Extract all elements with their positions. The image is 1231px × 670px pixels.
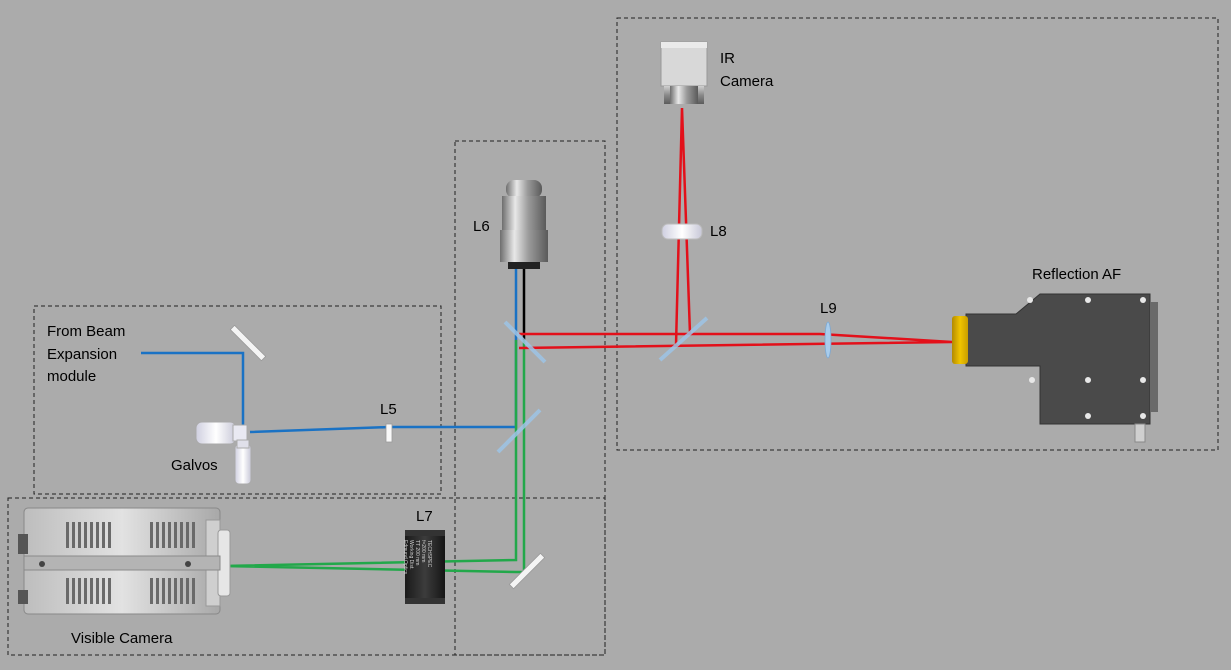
lens-l9-icon bbox=[824, 321, 832, 359]
visible-camera-module-box bbox=[7, 497, 606, 656]
label-reflection-af: Reflection AF bbox=[1032, 266, 1121, 283]
label-from-beam-2: Expansion bbox=[47, 346, 117, 363]
label-l5: L5 bbox=[380, 401, 397, 418]
label-l6: L6 bbox=[473, 218, 490, 235]
lens-print-1: TECHSPEC bbox=[426, 540, 432, 568]
label-galvos: Galvos bbox=[171, 457, 218, 474]
lens-l8-icon bbox=[661, 223, 703, 240]
galvo-scanner-icon bbox=[195, 421, 252, 485]
red-beam-path bbox=[518, 107, 953, 350]
ir-camera-icon bbox=[660, 41, 708, 104]
blue-beam-path bbox=[141, 268, 518, 434]
label-l8: L8 bbox=[710, 223, 727, 240]
green-beam-path bbox=[221, 340, 526, 574]
label-l7: L7 bbox=[416, 508, 433, 525]
visible-camera-icon bbox=[18, 507, 231, 615]
dichroic-lower-icon bbox=[496, 408, 542, 454]
fold-mirror-galvo bbox=[229, 324, 267, 362]
label-from-beam-3: module bbox=[47, 368, 96, 385]
lens-print-3: TT 200 mm bbox=[414, 540, 420, 565]
label-visible-camera: Visible Camera bbox=[71, 630, 173, 647]
tube-lens-l7-icon: TECHSPEC f=200 mm TT 200 mm Working Dist… bbox=[402, 530, 445, 604]
lens-print-5: Edmund Optics bbox=[402, 540, 408, 575]
lens-l5-icon bbox=[385, 423, 393, 443]
label-from-beam-1: From Beam bbox=[47, 323, 125, 340]
dichroic-ir-icon bbox=[658, 316, 709, 362]
lens-print-2: f=200 mm bbox=[420, 540, 426, 562]
dichroic-upper-icon bbox=[503, 320, 547, 364]
label-ir-camera-1: IR bbox=[720, 50, 735, 67]
label-ir-camera-2: Camera bbox=[720, 73, 774, 90]
objective-l6-icon bbox=[500, 180, 548, 269]
lens-print-4: Working Dist. bbox=[408, 540, 414, 570]
galvo-module-box bbox=[33, 305, 442, 495]
label-l9: L9 bbox=[820, 300, 837, 317]
autofocus-module-box bbox=[616, 17, 1219, 451]
fold-mirror-green bbox=[508, 552, 546, 590]
reflection-af-unit-icon bbox=[952, 293, 1158, 443]
